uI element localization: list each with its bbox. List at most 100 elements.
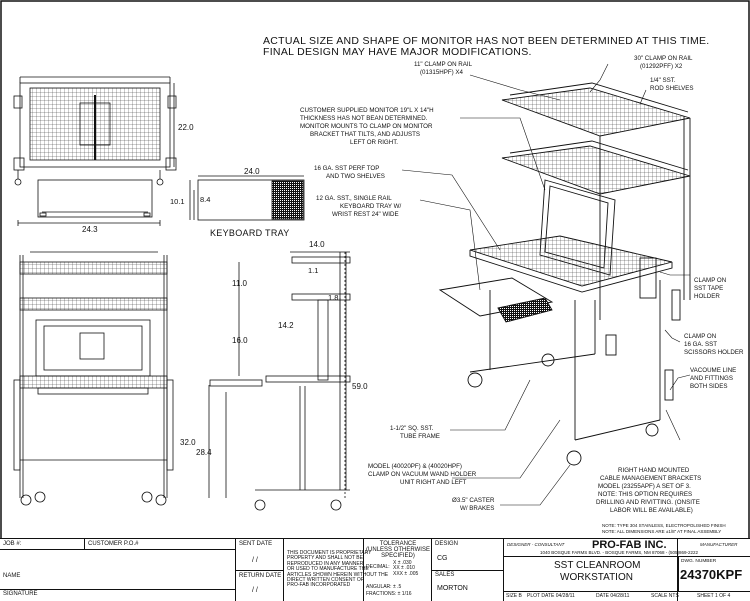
dim-16: 16.0 [232,336,248,345]
callout-keyboard-1: 12 GA. SST., SINGLE RAIL [316,195,392,202]
tb-proprietary-text: THIS DOCUMENT IS PROPRIETARY PROPERTY AN… [287,550,389,589]
callout-monitor-2: THICKNESS HAS NOT BEAN DETERMINED. [300,115,428,122]
tb-size: SIZE B [506,593,522,599]
callout-clamp30-2: (01292PFF) X2 [640,63,683,70]
tb-sent-date-value: / / [252,557,258,564]
callout-tape-3: HOLDER [694,293,720,300]
callout-monitor-5: LEFT OR RIGHT. [350,139,398,146]
tb-job-label: JOB #: [3,541,22,547]
title-block: JOB #: CUSTOMER P.O.# NAME SIGNATURE SEN… [0,538,750,601]
tb-signature-label: SIGNATURE [3,591,38,597]
dim-28-4: 28.4 [196,448,212,457]
tb-decimal-label: DECIMAL: [366,564,390,570]
tb-job-cell [0,539,236,601]
callout-rod-1: 1/4" SST. [650,77,676,84]
callout-keyboard-3: WRIST REST 24" WIDE [332,211,399,218]
keyboard-tray-side-view [189,175,305,221]
callout-monitor-1: CUSTOMER SUPPLIED MONITOR 19"L X 14"H [300,107,434,114]
callout-scissors-1: CLAMP ON [684,333,716,340]
tb-designer-label: DESIGNER - CONSULTANT [507,542,565,547]
callout-cable-3: MODEL (23255APF) A SET OF 3. [598,483,691,490]
tb-company: PRO-FAB INC. [592,539,667,551]
tb-address: 1040 BOSQUE FARMS BLVD. - BOSQUE FARMS, … [540,550,698,555]
callout-tape-1: CLAMP ON [694,277,726,284]
tb-customer-po-label: CUSTOMER P.O.# [88,541,139,547]
callout-clamp30-1: 30" CLAMP ON RAIL [634,55,693,62]
tb-date: DATE 04/28/11 [596,593,630,599]
tb-scale: SCALE NTS [651,593,679,599]
callout-cable-2: CABLE MANAGEMENT BRACKETS [600,475,701,482]
isometric-view [438,82,691,466]
tb-sales-value: MORTON [437,585,468,592]
tb-dwg-label: DWG. NUMBER [681,559,717,564]
side-view [208,251,351,511]
tb-company-cell [504,539,678,601]
tb-decimal-rows: X ± .030 XX ± .010 XXX ± .005 [393,560,419,577]
callout-cable-5: DRILLING AND RIVITTING. (ONSITE [596,499,700,506]
front-view [13,251,174,506]
tb-return-date-label: RETURN DATE [239,573,282,579]
dim-32: 32.0 [180,438,196,447]
dim-10-1: 10.1 [170,197,185,206]
callout-scissors-3: SCISSORS HOLDER [684,349,744,356]
callout-monitor-3: MONITOR MOUNTS TO CLAMP ON MONITOR [300,123,433,130]
callout-keyboard-2: KEYBOARD TRAY W/ [340,203,401,210]
callout-cable-6: LABOR WILL BE AVAILABLE) [610,507,693,514]
keyboard-tray-label: KEYBOARD TRAY [210,228,290,238]
callout-vacuum-3: BOTH SIDES [690,383,727,390]
callout-tube-1: 1-1/2" SQ. SST. [390,425,434,432]
tb-sheet: SHEET 1 OF 4 [697,593,731,599]
dim-11: 11.0 [232,279,248,288]
tb-tolerance-cell [364,539,432,601]
dim-1-8: 1.8 [328,293,338,302]
callout-model-3: UNIT RIGHT AND LEFT [400,479,467,486]
tb-angular: ANGULAR: ± .5 [366,584,402,590]
callout-rod-2: ROD SHELVES [650,85,694,92]
callout-cable-1: RIGHT HAND MOUNTED [618,467,690,474]
header-note-line1: ACTUAL SIZE AND SHAPE OF MONITOR HAS NOT… [263,35,710,47]
tb-name-label: NAME [3,573,21,579]
dim-1-1: 1.1 [308,266,318,275]
callout-caster-1: Ø3.5" CASTER [452,497,495,504]
dim-8-4-label: 8.4 [200,195,210,204]
callout-caster-2: W/ BRAKES [460,505,494,512]
callout-texts: 11" CLAMP ON RAIL (01315HPF) X4 30" CLAM… [300,55,744,514]
callout-tube-2: TUBE FRAME [400,433,440,440]
tb-design-value: CG [437,555,448,562]
tb-tolerance-title: TOLERANCE (UNLESS OTHERWISE SPECIFIED) [366,541,430,559]
tb-sales-label: SALES [435,572,455,578]
callout-model-2: CLAMP ON VACUUM WAND HOLDER [368,471,477,478]
leader-lines [401,63,691,506]
callout-clamp11-1: 11" CLAMP ON RAIL [414,61,473,68]
tb-fractions: FRACTIONS: ± 1/16 [366,591,412,597]
dim-59: 59.0 [352,382,368,391]
top-view [13,76,177,186]
note-finish: NOTE: TYPE 304 STAINLESS, ELECTROPOLISHE… [602,523,726,528]
note-dimensions: NOTE: ALL DIMENSIONS ARE ±1/8" AT FINAL … [602,529,721,534]
tb-title-1: SST CLEANROOM [554,560,641,571]
tb-sent-date-label: SENT DATE [239,541,273,547]
keyboard-tray-top-view [17,179,161,226]
dim-24: 24.0 [244,167,260,176]
callout-vacuum-1: VACOUME LINE [690,367,736,374]
tb-dwg-number: 24370KPF [680,567,743,582]
dim-14: 14.0 [309,240,325,249]
tb-plot-date: PLOT DATE 04/28/11 [527,593,575,599]
tb-proprietary-cell [284,539,364,601]
callout-tape-2: SST TAPE [694,285,723,292]
callout-cable-4: NOTE: THIS OPTION REQUIRES [598,491,692,498]
tb-return-date-value: / / [252,587,258,594]
callout-perf-2: AND TWO SHELVES [326,173,385,180]
tb-title-2: WORKSTATION [560,572,633,583]
header-note-line2: FINAL DESIGN MAY HAVE MAJOR MODIFICATION… [263,46,532,58]
callout-clamp11-2: (01315HPF) X4 [420,69,464,76]
tb-design-label: DESIGN [435,541,459,547]
callout-vacuum-2: AND FITTINGS [690,375,733,382]
callout-scissors-2: 16 GA. SST [684,341,717,348]
dim-22: 22.0 [178,123,194,132]
dim-24-3: 24.3 [82,225,98,234]
callout-perf-1: 16 GA. SST PERF TOP [314,165,379,172]
tb-manufacturer-label: MANUFACTURER [700,542,738,547]
callout-monitor-4: BRACKET THAT TILTS, AND ADJUSTS [310,131,420,138]
